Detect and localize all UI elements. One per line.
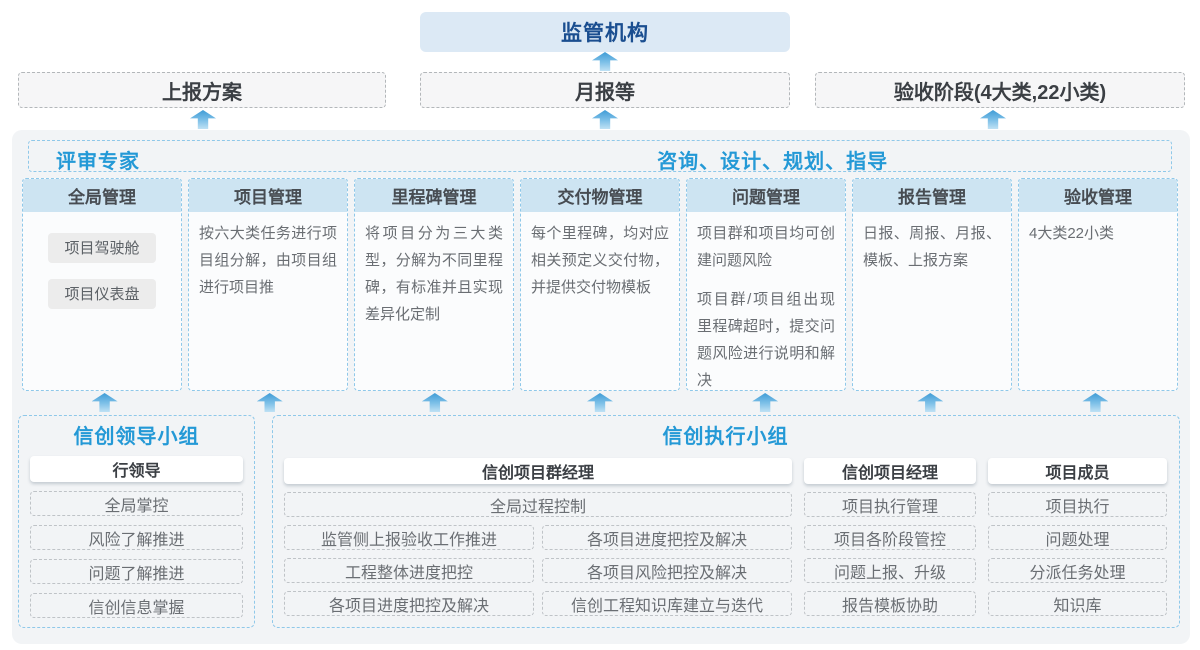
column-header: 里程碑管理 xyxy=(355,179,513,212)
execution-columns: 信创项目群经理 全局过程控制 监管侧上报验收工作推进 各项目进度把控及解决 工程… xyxy=(284,456,1167,616)
arrow-up-icon xyxy=(917,393,944,412)
column-body: 日报、周报、月报、模板、上报方案 xyxy=(853,212,1011,274)
leadership-item: 全局掌控 xyxy=(30,491,243,516)
column-paragraph: 按六大类任务进行项目组分解，由项目组进行项目推 xyxy=(199,225,337,296)
column-acceptance-management: 验收管理 4大类22小类 xyxy=(1018,178,1178,391)
regulator-box: 监管机构 xyxy=(420,12,790,52)
tag-project-cockpit: 项目驾驶舱 xyxy=(48,233,156,263)
program-manager-item: 监管侧上报验收工作推进 xyxy=(284,525,534,550)
arrow-up-icon xyxy=(91,393,118,412)
column-paragraph: 日报、周报、月报、模板、上报方案 xyxy=(863,225,1001,269)
project-member-item: 项目执行 xyxy=(988,492,1167,517)
management-columns: 全局管理 项目驾驶舱 项目仪表盘 项目管理 按六大类任务进行项目组分解，由项目组… xyxy=(22,178,1178,391)
leadership-item: 问题了解推进 xyxy=(30,559,243,584)
project-member-item: 分派任务处理 xyxy=(988,558,1167,583)
bottom-groups: 信创领导小组 行领导 全局掌控 风险了解推进 问题了解推进 信创信息掌握 信创执… xyxy=(18,415,1180,628)
execution-group: 信创执行小组 信创项目群经理 全局过程控制 监管侧上报验收工作推进 各项目进度把… xyxy=(272,415,1180,628)
leadership-group-title: 信创领导小组 xyxy=(73,426,200,448)
leadership-item: 风险了解推进 xyxy=(30,525,243,550)
report-acceptance-label: 验收阶段(4大类,22小类) xyxy=(893,81,1107,104)
role-bank-leadership: 行领导 xyxy=(30,456,243,482)
column-milestone-management: 里程碑管理 将项目分为三大类型，分解为不同里程碑，有标准并且实现差异化定制 xyxy=(354,178,514,391)
project-manager-item: 报告模板协助 xyxy=(804,591,976,616)
column-body: 将项目分为三大类型，分解为不同里程碑，有标准并且实现差异化定制 xyxy=(355,212,513,328)
column-arrows-row xyxy=(22,393,1178,413)
column-paragraph: 项目群和项目均可创建问题风险 xyxy=(697,225,835,269)
arrow-up-icon xyxy=(1082,393,1109,412)
column-deliverable-management: 交付物管理 每个里程碑，均对应相关预定义交付物，并提供交付物模板 xyxy=(520,178,680,391)
column-body: 每个里程碑，均对应相关预定义交付物，并提供交付物模板 xyxy=(521,212,679,301)
report-box-acceptance: 验收阶段(4大类,22小类) xyxy=(815,72,1185,108)
arrow-up-icon xyxy=(752,393,779,412)
column-global-management: 全局管理 项目驾驶舱 项目仪表盘 xyxy=(22,178,182,391)
column-body: 按六大类任务进行项目组分解，由项目组进行项目推 xyxy=(189,212,347,301)
column-paragraph: 项目群/项目组出现里程碑超时，提交问题风险进行说明和解决 xyxy=(697,291,835,389)
review-experts-label: 评审专家 xyxy=(56,151,140,173)
arrow-up-icon xyxy=(980,110,1006,129)
report-monthly-label: 月报等 xyxy=(575,81,635,104)
column-header: 验收管理 xyxy=(1019,179,1177,212)
experts-bar: 评审专家 咨询、设计、规划、指导 xyxy=(28,140,1172,173)
column-header: 报告管理 xyxy=(853,179,1011,212)
program-manager-item-grid: 监管侧上报验收工作推进 各项目进度把控及解决 工程整体进度把控 各项目风险把控及… xyxy=(284,517,792,616)
arrow-up-icon xyxy=(190,110,216,129)
column-project-management: 项目管理 按六大类任务进行项目组分解，由项目组进行项目推 xyxy=(188,178,348,391)
column-report-management: 报告管理 日报、周报、月报、模板、上报方案 xyxy=(852,178,1012,391)
report-box-plan: 上报方案 xyxy=(18,72,386,108)
report-plan-label: 上报方案 xyxy=(162,81,242,104)
leadership-group: 信创领导小组 行领导 全局掌控 风险了解推进 问题了解推进 信创信息掌握 xyxy=(18,415,255,628)
arrow-up-icon xyxy=(592,110,618,129)
column-body: 4大类22小类 xyxy=(1019,212,1177,247)
program-manager-item: 各项目进度把控及解决 xyxy=(284,591,534,616)
program-manager-column: 信创项目群经理 全局过程控制 监管侧上报验收工作推进 各项目进度把控及解决 工程… xyxy=(284,456,792,616)
column-header: 全局管理 xyxy=(23,179,181,212)
project-manager-column: 信创项目经理 项目执行管理 项目各阶段管控 问题上报、升级 报告模板协助 xyxy=(804,456,976,616)
column-body: 项目驾驶舱 项目仪表盘 xyxy=(23,212,181,309)
regulator-label: 监管机构 xyxy=(561,22,649,45)
program-manager-item: 各项目进度把控及解决 xyxy=(542,525,792,550)
leadership-item: 信创信息掌握 xyxy=(30,593,243,618)
project-manager-item: 问题上报、升级 xyxy=(804,558,976,583)
report-box-monthly: 月报等 xyxy=(420,72,790,108)
project-member-item: 知识库 xyxy=(988,591,1167,616)
program-manager-item: 工程整体进度把控 xyxy=(284,558,534,583)
arrow-up-icon xyxy=(592,52,618,71)
column-paragraph: 4大类22小类 xyxy=(1029,225,1115,242)
column-header: 问题管理 xyxy=(687,179,845,212)
project-manager-item: 项目各阶段管控 xyxy=(804,525,976,550)
arrow-up-icon xyxy=(586,393,613,412)
project-manager-item: 项目执行管理 xyxy=(804,492,976,517)
consulting-label: 咨询、设计、规划、指导 xyxy=(657,151,889,173)
column-header: 交付物管理 xyxy=(521,179,679,212)
arrow-up-icon xyxy=(256,393,283,412)
project-member-item: 问题处理 xyxy=(988,525,1167,550)
platform-container: 评审专家 咨询、设计、规划、指导 全局管理 项目驾驶舱 项目仪表盘 项目管理 按… xyxy=(12,130,1190,644)
role-project-manager: 信创项目经理 xyxy=(804,458,976,484)
program-manager-item: 信创工程知识库建立与迭代 xyxy=(542,591,792,616)
project-member-column: 项目成员 项目执行 问题处理 分派任务处理 知识库 xyxy=(988,456,1167,616)
column-header: 项目管理 xyxy=(189,179,347,212)
column-issue-management: 问题管理 项目群和项目均可创建问题风险 项目群/项目组出现里程碑超时，提交问题风… xyxy=(686,178,846,391)
column-paragraph: 将项目分为三大类型，分解为不同里程碑，有标准并且实现差异化定制 xyxy=(365,225,503,323)
role-program-manager: 信创项目群经理 xyxy=(284,458,792,484)
execution-group-title: 信创执行小组 xyxy=(662,426,789,448)
tag-project-dashboard: 项目仪表盘 xyxy=(48,279,156,309)
arrow-up-icon xyxy=(421,393,448,412)
program-manager-item: 全局过程控制 xyxy=(284,492,792,517)
column-paragraph: 每个里程碑，均对应相关预定义交付物，并提供交付物模板 xyxy=(531,225,669,296)
role-project-member: 项目成员 xyxy=(988,458,1167,484)
column-body: 项目群和项目均可创建问题风险 项目群/项目组出现里程碑超时，提交问题风险进行说明… xyxy=(687,212,845,390)
program-manager-item: 各项目风险把控及解决 xyxy=(542,558,792,583)
